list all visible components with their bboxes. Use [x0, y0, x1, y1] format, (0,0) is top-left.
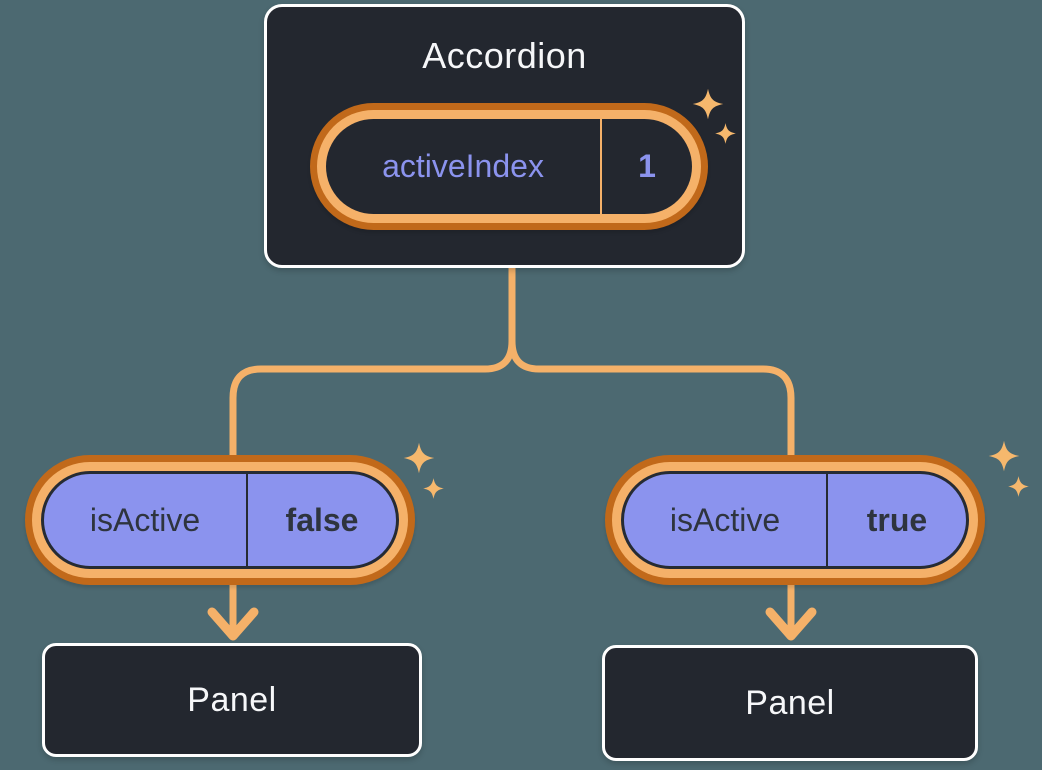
prop-pill: isActive true — [605, 455, 985, 585]
arrow-down-icon — [765, 607, 817, 641]
state-pill-ring: activeIndex 1 — [317, 110, 701, 223]
branch-line-right — [508, 266, 795, 630]
sparkle-icon — [1008, 476, 1029, 497]
accordion-title: Accordion — [422, 35, 587, 76]
arrow-down-icon — [207, 607, 259, 641]
panel-label: Panel — [745, 683, 835, 722]
prop-pill-value: false — [285, 501, 359, 538]
prop-pill: isActive false — [25, 455, 415, 585]
panel-label: Panel — [187, 680, 277, 719]
state-pill-label: activeIndex — [326, 119, 602, 214]
prop-pill-body: isActive true — [621, 471, 969, 569]
prop-pill-value: true — [866, 501, 928, 538]
sparkle-icon — [423, 478, 444, 499]
sparkle-icon — [988, 440, 1020, 472]
state-pill-value: 1 — [638, 148, 656, 184]
sparkle-icon — [403, 442, 435, 474]
prop-pill-label: isActive — [624, 474, 828, 566]
prop-pill-label: isActive — [44, 474, 248, 566]
state-pill: activeIndex 1 — [310, 103, 708, 230]
prop-pill-ring: isActive false — [32, 462, 408, 578]
sparkle-icon — [692, 88, 724, 120]
panel-box: Panel — [602, 645, 978, 761]
prop-pill-ring: isActive true — [612, 462, 978, 578]
state-pill-body: activeIndex 1 — [326, 119, 692, 214]
sparkle-icon — [715, 123, 736, 144]
prop-pill-body: isActive false — [41, 471, 399, 569]
panel-box: Panel — [42, 643, 422, 757]
